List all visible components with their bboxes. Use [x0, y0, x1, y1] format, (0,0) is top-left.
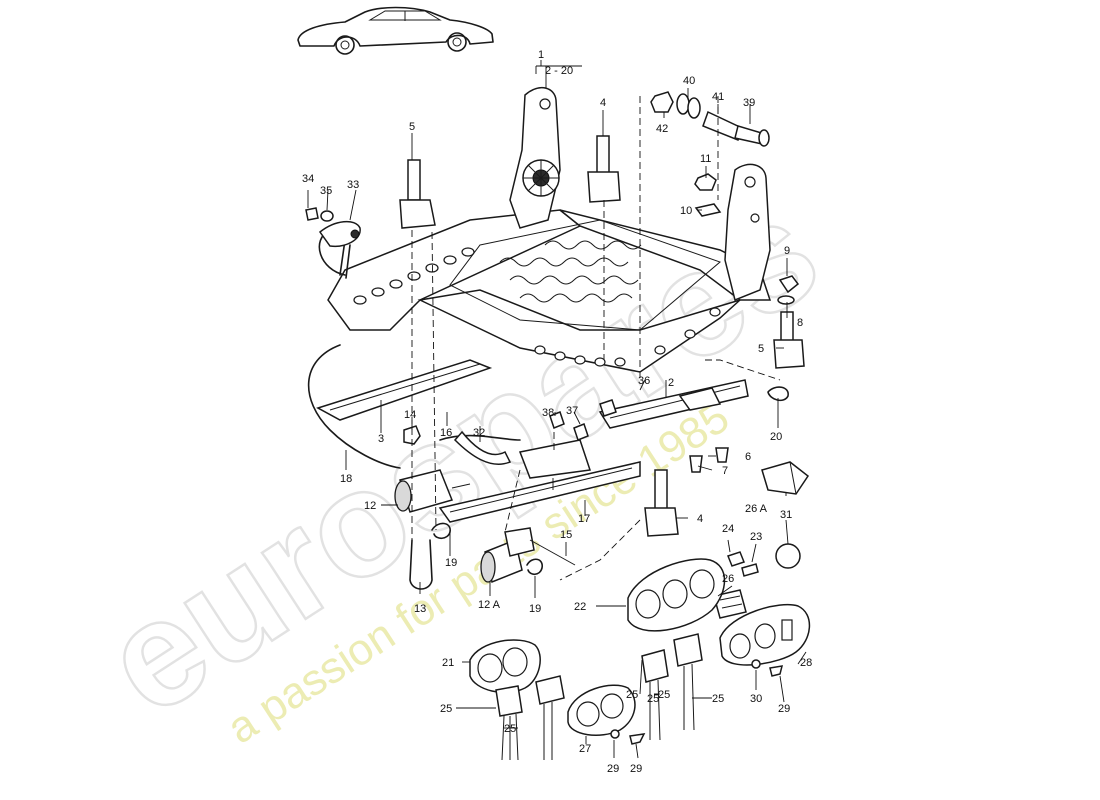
- leader-lines: [307, 60, 807, 759]
- part-label: 4: [697, 513, 703, 525]
- part-label: 30: [750, 693, 762, 705]
- part-label: 29: [630, 763, 642, 775]
- part-label: 4: [600, 97, 606, 109]
- slide-rails: [316, 359, 749, 523]
- part-label: 21: [442, 657, 454, 669]
- part-label: 19: [529, 603, 541, 615]
- part-label: 5: [409, 121, 415, 133]
- part-label: 34: [302, 173, 314, 185]
- part-label: 6: [745, 451, 751, 463]
- part-label: 12: [364, 500, 376, 512]
- part-label: 9: [784, 245, 790, 257]
- part-labels: 1 2 - 20 2 3 4 4 5 5 6 7 8 9 10 11 12 12…: [302, 49, 812, 775]
- part-label: 8: [797, 317, 803, 329]
- motors: [307, 220, 576, 584]
- part-label: 41: [712, 91, 724, 103]
- part-label: 28: [800, 657, 812, 669]
- part-label: 11: [700, 153, 711, 165]
- part-label: 1: [538, 49, 544, 61]
- part-label: 29: [607, 763, 619, 775]
- seat-frame: [327, 86, 772, 373]
- part-label: 15: [560, 529, 572, 541]
- part-label: 42: [656, 123, 668, 135]
- part-label: 25: [440, 703, 452, 715]
- part-label: 2 - 20: [545, 65, 573, 77]
- part-label: 10: [680, 205, 692, 217]
- part-label: 16: [440, 427, 452, 439]
- part-label: 26: [722, 573, 734, 585]
- part-label: 38: [542, 407, 554, 419]
- part-label: 31: [780, 509, 792, 521]
- part-label: 32: [473, 427, 485, 439]
- part-label: 27: [579, 743, 591, 755]
- part-label: 17: [578, 513, 590, 525]
- part-label: 23: [750, 531, 762, 543]
- part-label: 5: [758, 343, 764, 355]
- part-label: 18: [340, 473, 352, 485]
- part-label: 3: [378, 433, 384, 445]
- part-label: 37: [566, 405, 578, 417]
- part-label: 20: [770, 431, 782, 443]
- part-label: 33: [347, 179, 359, 191]
- part-label: 25: [658, 689, 670, 701]
- part-label: 2: [668, 377, 674, 389]
- part-label: 12 A: [478, 599, 501, 611]
- part-label: 25: [626, 689, 638, 701]
- part-label: 25: [647, 693, 659, 705]
- part-label: 29: [778, 703, 790, 715]
- part-label: 13: [414, 603, 426, 615]
- height-adjusters: [399, 135, 805, 537]
- part-label: 39: [743, 97, 755, 109]
- part-label: 40: [683, 75, 695, 87]
- part-label: 26 A: [745, 503, 768, 515]
- part-label: 25: [712, 693, 724, 705]
- switch-assemblies: [469, 558, 811, 761]
- car-silhouette-icon: [297, 6, 494, 55]
- part-label: 25: [504, 723, 516, 735]
- part-label: 35: [320, 185, 332, 197]
- part-label: 22: [574, 601, 586, 613]
- part-label: 24: [722, 523, 734, 535]
- part-label: 14: [404, 409, 416, 421]
- part-label: 7: [722, 465, 728, 477]
- part-label: 36: [638, 375, 650, 387]
- part-label: 19: [445, 557, 457, 569]
